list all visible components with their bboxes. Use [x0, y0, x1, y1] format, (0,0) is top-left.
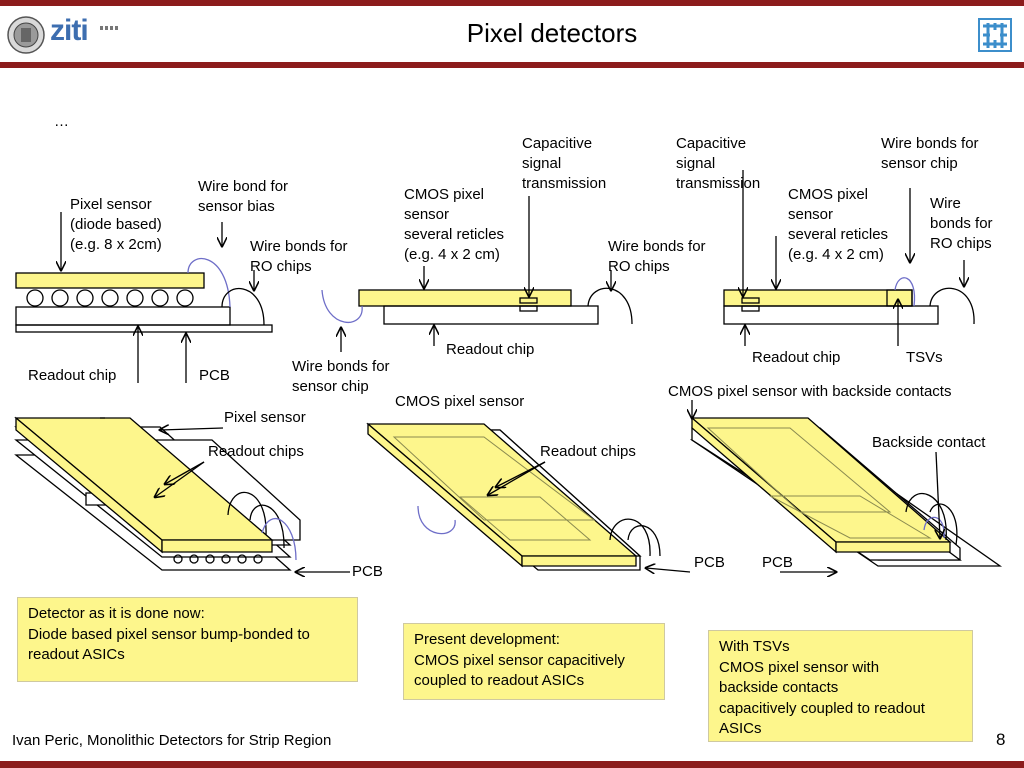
d2-cmos-line1: CMOS pixel [404, 186, 485, 203]
d3-3d-pcb-label: PCB [762, 554, 793, 571]
d1-wire-bond-bias-line1: Wire bond for [198, 178, 289, 195]
d3-cmos-label: CMOS pixel sensor several reticles (e.g.… [788, 185, 888, 265]
diagram3-cross-section [723, 277, 975, 325]
d2-cmos-label: CMOS pixel sensor several reticles (e.g.… [404, 185, 504, 265]
diagram3-3d [689, 416, 1003, 567]
d2-capacitive-line1: Capacitive [522, 135, 593, 152]
d2-caption-line3: coupled to readout ASICs [414, 672, 585, 689]
d2-3d-readout-chips-label: Readout chips [540, 443, 636, 460]
d1-wire-bond-bias-line2: sensor bias [198, 198, 275, 215]
d3-wire-bonds-sensor-line2: sensor chip [881, 155, 958, 172]
d2-capacitive-line2: signal [522, 155, 562, 172]
d3-capacitive-line3: transmission [676, 175, 761, 192]
d1-caption-box: Detector as it is done now: Diode based … [17, 597, 358, 682]
d3-caption-box: With TSVs CMOS pixel sensor with backsid… [708, 630, 973, 742]
ziti-logo: ziti [50, 14, 89, 48]
d2-cmos-line2: sensor [404, 206, 450, 223]
d2-wire-bonds-ro-line2: RO chips [608, 258, 670, 275]
page-number: 8 [996, 730, 1006, 749]
d1-caption-line2: Diode based pixel sensor bump-bonded to [28, 625, 310, 643]
d3-caption-line4: capacitively coupled to readout [719, 699, 925, 717]
d1-caption-line3: readout ASICs [28, 646, 125, 663]
d3-caption-line1: With TSVs [719, 638, 790, 655]
d3-wire-bonds-ro-line3: RO chips [930, 235, 992, 252]
d1-3d-readout-chips-label: Readout chips [208, 443, 304, 460]
d3-capacitive-line1: Capacitive [676, 135, 747, 152]
ellipsis: … [54, 113, 69, 130]
slide-title: Pixel detectors [466, 18, 638, 48]
header-accent-bar [0, 62, 1024, 68]
d2-wire-bonds-ro-line1: Wire bonds for [608, 238, 706, 255]
d1-pixel-sensor-line3: (e.g. 8 x 2cm) [70, 236, 162, 253]
d2-caption-line1: Present development: [414, 631, 560, 648]
d2-caption-line2: CMOS pixel sensor capacitively [414, 651, 625, 669]
d2-wire-bonds-sensor-label: Wire bonds for sensor chip [292, 357, 390, 397]
d1-caption-line1: Detector as it is done now: [28, 605, 205, 622]
d3-backside-label: Backside contact [872, 434, 986, 451]
ziti-dots [100, 26, 120, 30]
d2-wire-bonds-ro-label: Wire bonds for RO chips [608, 237, 706, 277]
d3-3d-cmos-label: CMOS pixel sensor with backside contacts [668, 383, 952, 400]
d2-wire-bonds-sensor-line2: sensor chip [292, 378, 369, 395]
d3-wire-bonds-sensor-label: Wire bonds for sensor chip [881, 134, 979, 174]
diagram1-cross-section [15, 258, 273, 333]
d1-wire-bonds-ro-label: Wire bonds for RO chips [250, 237, 348, 277]
d3-caption-line2: CMOS pixel sensor with [719, 658, 880, 676]
d2-capacitive-label: Capacitive signal transmission [522, 134, 606, 194]
d3-readout-chip-label: Readout chip [752, 349, 841, 366]
d1-pixel-sensor-label: Pixel sensor (diode based) (e.g. 8 x 2cm… [70, 195, 162, 255]
d1-readout-chip-label: Readout chip [28, 367, 117, 384]
d2-cmos-line3: several reticles [404, 226, 505, 243]
diagram1-3d [14, 416, 301, 571]
university-seal-logo [7, 16, 45, 54]
d1-pixel-sensor-line2: (diode based) [70, 216, 162, 233]
d3-cmos-line1: CMOS pixel [788, 186, 869, 203]
d3-wire-bonds-ro-line1: Wire [930, 195, 961, 212]
diagram2-cross-section [321, 287, 633, 325]
footer-accent-bar [0, 761, 1024, 768]
d3-caption-line5: ASICs [719, 720, 762, 737]
d3-cmos-line3: several reticles [788, 226, 889, 243]
d1-wire-bonds-ro-line2: RO chips [250, 258, 312, 275]
diagram2-3d [366, 422, 661, 571]
d2-readout-chip-label: Readout chip [446, 341, 535, 358]
d2-3d-pcb-label: PCB [694, 554, 725, 571]
d1-wire-bond-bias-label: Wire bond for sensor bias [198, 177, 288, 217]
footer-text: Ivan Peric, Monolithic Detectors for Str… [12, 732, 332, 749]
d1-pixel-sensor-line1: Pixel sensor [70, 196, 152, 213]
d3-wire-bonds-sensor-line1: Wire bonds for [881, 135, 979, 152]
institute-logo [978, 18, 1012, 52]
d2-3d-cmos-label: CMOS pixel sensor [395, 393, 525, 410]
d3-cmos-line4: (e.g. 4 x 2 cm) [788, 246, 884, 263]
d3-capacitive-label: Capacitive signal transmission [676, 134, 760, 194]
d3-capacitive-line2: signal [676, 155, 716, 172]
d3-wire-bonds-ro-line2: bonds for [930, 215, 993, 232]
d3-cmos-line2: sensor [788, 206, 834, 223]
d3-tsvs-label: TSVs [906, 349, 943, 366]
ziti-logo-text: ziti [50, 14, 89, 47]
d3-wire-bonds-ro-label: Wire bonds for RO chips [930, 194, 993, 254]
d2-wire-bonds-sensor-line1: Wire bonds for [292, 358, 390, 375]
d2-capacitive-line3: transmission [522, 175, 607, 192]
d1-wire-bonds-ro-line1: Wire bonds for [250, 238, 348, 255]
d3-caption-line3: backside contacts [719, 679, 839, 696]
d1-3d-pixel-sensor-label: Pixel sensor [224, 409, 306, 426]
d1-pcb-label: PCB [199, 367, 230, 384]
d1-3d-pcb-label: PCB [352, 563, 383, 580]
d2-cmos-line4: (e.g. 4 x 2 cm) [404, 246, 500, 263]
top-accent-bar [0, 0, 1024, 6]
d2-caption-box: Present development: CMOS pixel sensor c… [403, 623, 665, 700]
